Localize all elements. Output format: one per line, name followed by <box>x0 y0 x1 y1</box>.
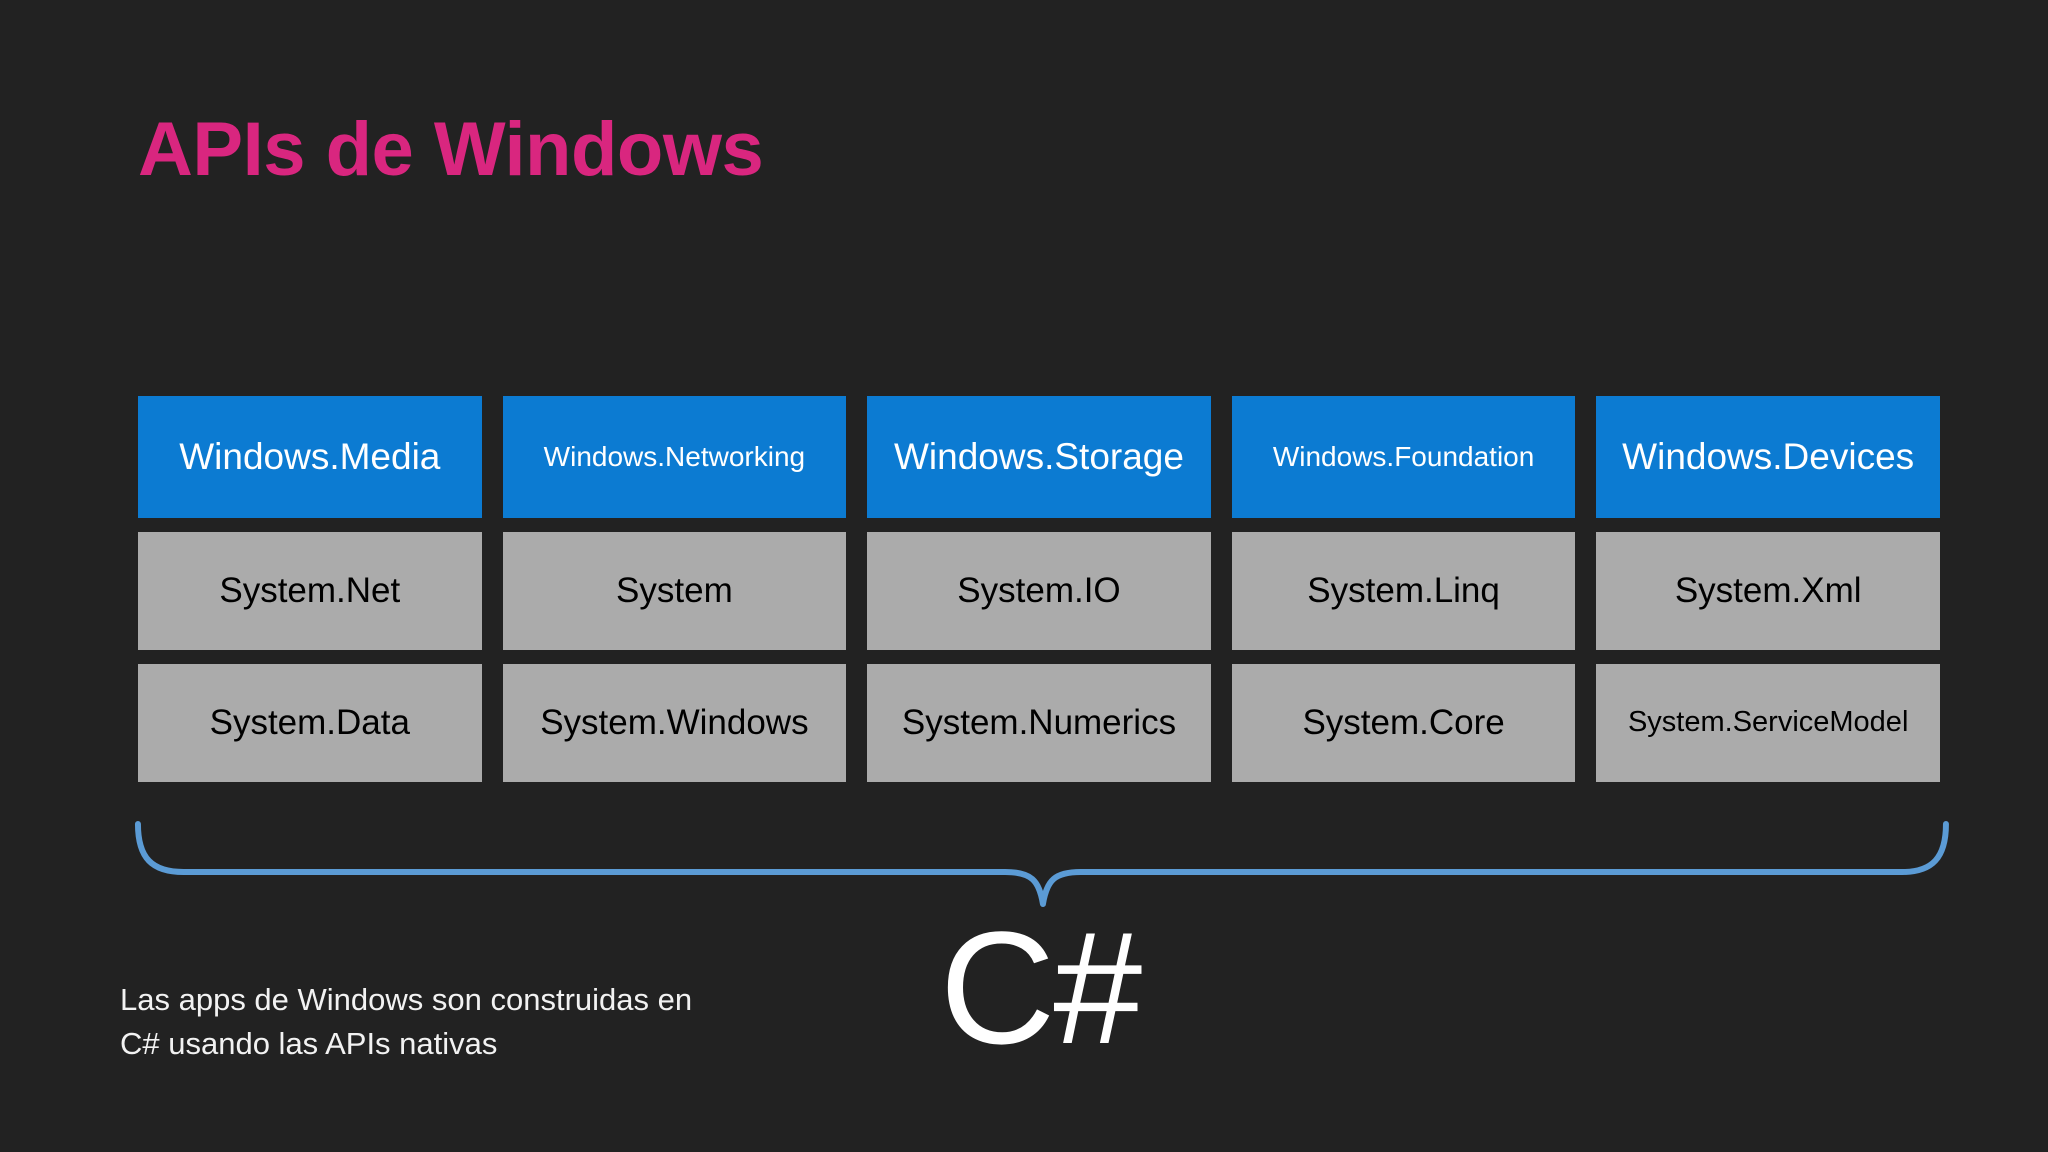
api-box-label: System.ServiceModel <box>1627 706 1909 739</box>
api-box-system-servicemodel[interactable]: System.ServiceModel <box>1596 664 1940 782</box>
api-box-label: Windows.Media <box>179 435 441 477</box>
api-box-windows-devices[interactable]: Windows.Devices <box>1596 396 1940 518</box>
caption-line-2: C# usando las APIs nativas <box>120 1026 498 1062</box>
api-box-label: System.Xml <box>1674 570 1862 610</box>
api-box-windows-networking[interactable]: Windows.Networking <box>502 396 847 518</box>
api-box-system-core[interactable]: System.Core <box>1231 664 1576 782</box>
api-box-system-data[interactable]: System.Data <box>138 664 482 782</box>
api-layer-grid: Windows.Media Windows.Networking Windows… <box>138 396 1940 782</box>
api-box-system-net[interactable]: System.Net <box>138 532 482 650</box>
api-box-windows-media[interactable]: Windows.Media <box>138 396 482 518</box>
page-title: APIs de Windows <box>138 107 764 192</box>
api-box-label: Windows.Networking <box>543 440 806 472</box>
csharp-wordmark: C# <box>939 898 1143 1077</box>
api-box-system[interactable]: System <box>502 532 847 650</box>
api-box-label: Windows.Foundation <box>1272 440 1535 472</box>
api-box-system-linq[interactable]: System.Linq <box>1231 532 1576 650</box>
api-box-label: System.IO <box>957 570 1121 610</box>
api-box-label: System.Data <box>209 702 410 742</box>
api-box-windows-foundation[interactable]: Windows.Foundation <box>1231 396 1576 518</box>
api-box-system-numerics[interactable]: System.Numerics <box>867 664 1211 782</box>
api-box-label: Windows.Storage <box>894 435 1184 477</box>
caption-line-1: Las apps de Windows son construidas en <box>120 982 693 1017</box>
api-box-label: System.Core <box>1302 702 1505 742</box>
api-box-label: System <box>616 570 733 610</box>
api-box-label: System.Windows <box>540 702 809 742</box>
api-box-windows-storage[interactable]: Windows.Storage <box>867 396 1211 518</box>
api-box-label: System.Net <box>219 570 401 610</box>
api-row-dotnet-primary: System.Net System System.IO System.Linq … <box>138 532 1940 650</box>
api-row-windows-runtime: Windows.Media Windows.Networking Windows… <box>138 396 1940 518</box>
api-row-dotnet-secondary: System.Data System.Windows System.Numeri… <box>138 664 1940 782</box>
api-box-system-io[interactable]: System.IO <box>867 532 1211 650</box>
api-box-label: Windows.Devices <box>1622 435 1915 477</box>
api-box-label: System.Numerics <box>901 702 1177 742</box>
api-box-system-windows[interactable]: System.Windows <box>502 664 847 782</box>
caption-text: Las apps de Windows son construidas en C… <box>120 978 840 1066</box>
grouping-brace-icon <box>134 821 1949 907</box>
api-box-label: System.Linq <box>1307 570 1500 610</box>
api-box-system-xml[interactable]: System.Xml <box>1596 532 1940 650</box>
